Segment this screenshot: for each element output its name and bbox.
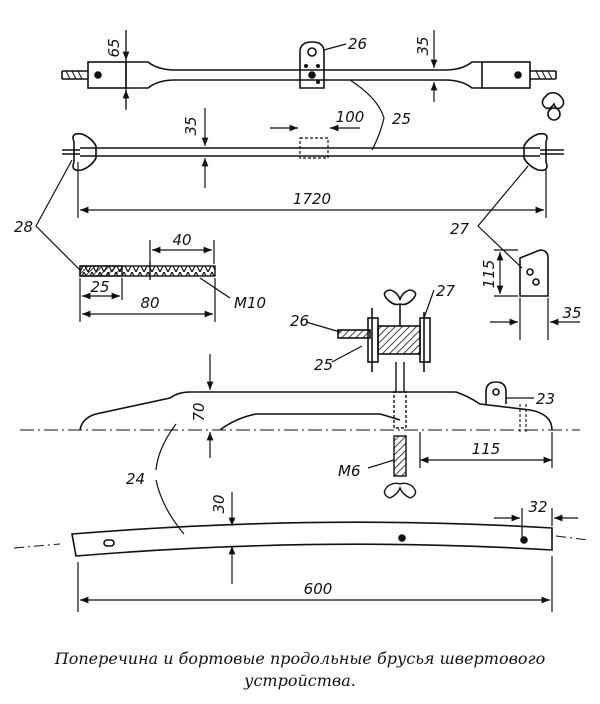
label-27-right: 27	[450, 220, 470, 238]
label-26-mid: 26	[290, 312, 309, 330]
dim-70-label: 70	[190, 402, 208, 421]
leader-28	[35, 159, 81, 271]
label-26-top: 26	[348, 35, 367, 53]
dim-35-mid-label: 35	[182, 116, 200, 135]
assembly-section	[337, 289, 431, 372]
technical-drawing: 65 35 26 25 35 100	[13, 30, 589, 612]
dim-32-label: 32	[528, 498, 547, 516]
leader-26-mid	[305, 321, 341, 333]
dim-35-right-label: 35	[562, 304, 581, 322]
caption-line-1: Поперечина и бортовые продольные брусья …	[54, 649, 546, 668]
dim-30-label: 30	[210, 494, 228, 513]
label-24: 24	[126, 470, 145, 488]
caption-line-2: устройства.	[244, 671, 356, 690]
dim-25	[79, 278, 123, 322]
dim-115-horiz	[419, 432, 553, 468]
assembly-rod	[383, 362, 417, 499]
dim-25-label: 25	[90, 278, 109, 296]
dim-115-vert-label: 115	[480, 260, 498, 289]
dim-80	[82, 278, 216, 322]
dim-35-right	[490, 298, 580, 340]
leader-m10	[199, 277, 231, 299]
crossbar-top-view	[61, 41, 557, 89]
leader-m6	[367, 459, 395, 469]
dim-35-top-label: 35	[414, 36, 432, 55]
leader-24	[155, 423, 185, 535]
label-28: 28	[14, 218, 33, 236]
detail-27-plate	[519, 249, 549, 297]
dim-65-label: 65	[105, 38, 123, 57]
label-m6: M6	[338, 462, 361, 480]
dim-100-label: 100	[336, 108, 365, 126]
dim-40	[149, 240, 215, 264]
detail-28-strip	[79, 262, 216, 280]
dim-600-label: 600	[304, 580, 333, 598]
dim-600	[77, 556, 553, 612]
leader-27-mid	[423, 289, 435, 319]
dim-115-horiz-label: 115	[472, 440, 501, 458]
label-25-top: 25	[392, 110, 411, 128]
longitudinal-bar-side	[20, 381, 580, 432]
leader-25-mid	[331, 345, 363, 363]
label-25-mid: 25	[314, 356, 333, 374]
label-m10: M10	[234, 294, 266, 312]
dim-32	[494, 508, 578, 538]
figure-caption: Поперечина и бортовые продольные брусья …	[0, 648, 600, 692]
dim-80-label: 80	[140, 294, 159, 312]
label-23: 23	[536, 390, 555, 408]
label-27-mid: 27	[436, 282, 456, 300]
dim-40-label: 40	[172, 231, 191, 249]
leader-26-top	[323, 43, 347, 51]
dim-1720	[77, 162, 547, 218]
dim-115-vert	[494, 249, 518, 297]
dim-1720-label: 1720	[293, 190, 331, 208]
longitudinal-bar-top	[13, 521, 589, 557]
crossbar-side-view	[62, 91, 565, 172]
leader-27-right	[477, 165, 529, 269]
